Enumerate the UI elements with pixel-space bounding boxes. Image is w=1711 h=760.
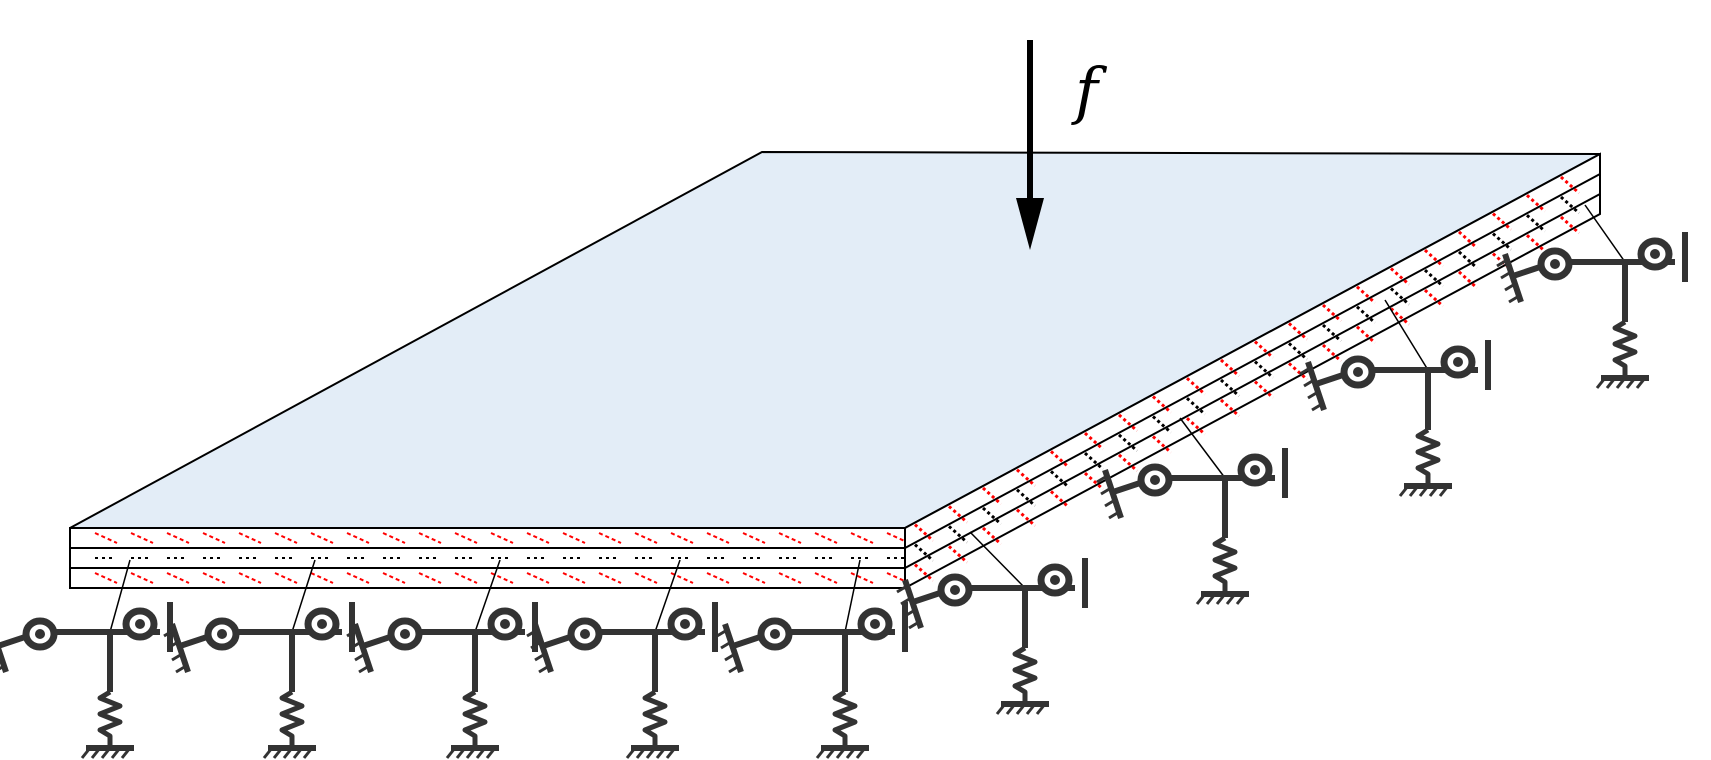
right-fiber-mark: [1050, 450, 1070, 469]
right-fiber-mark: [1424, 269, 1444, 288]
right-fiber-mark: [1152, 435, 1172, 454]
right-fiber-mark: [1390, 307, 1410, 326]
right-fiber-mark: [1016, 468, 1036, 487]
right-fiber-mark: [1084, 472, 1104, 491]
right-fiber-mark: [1186, 417, 1206, 436]
right-fiber-mark: [1220, 378, 1240, 398]
right-fiber-mark: [1492, 232, 1512, 251]
right-fiber-mark: [914, 523, 934, 542]
support-spring-right-2: [1097, 448, 1285, 604]
right-fiber-mark: [1492, 212, 1512, 231]
right-fiber-mark: [1288, 322, 1308, 341]
right-fiber-mark: [1254, 380, 1274, 399]
right-fiber-mark: [982, 506, 1002, 526]
right-fiber-mark: [1526, 214, 1546, 233]
right-fiber-mark: [1186, 377, 1206, 396]
right-fiber-mark: [914, 563, 934, 582]
right-fiber-mark: [1356, 305, 1376, 324]
right-fiber-mark: [1016, 508, 1036, 527]
right-fiber-mark: [1152, 415, 1172, 434]
right-fiber-mark: [914, 543, 934, 562]
right-fiber-mark: [1526, 234, 1546, 253]
right-fiber-mark: [1084, 432, 1104, 451]
right-fiber-mark: [1254, 360, 1274, 379]
support-spring-front-5: [717, 602, 905, 758]
right-fiber-mark: [1288, 342, 1308, 361]
right-fiber-mark: [948, 525, 968, 544]
support-attachment-lines: [109, 204, 1626, 633]
right-fiber-mark: [1050, 490, 1070, 509]
right-fiber-mark: [1424, 249, 1444, 268]
right-fiber-mark: [1152, 395, 1172, 414]
right-fiber-mark: [1322, 323, 1342, 343]
right-fiber-mark: [1084, 452, 1104, 471]
support-spring-right-1: [897, 558, 1085, 714]
right-fiber-mark: [1118, 433, 1138, 452]
right-fiber-mark: [1458, 250, 1478, 269]
plate-front-face: [69, 527, 910, 589]
front-fiber-pattern: [94, 532, 910, 584]
plate-right-face: [904, 152, 1601, 590]
right-fiber-mark: [1220, 398, 1240, 418]
right-fiber-mark: [1050, 470, 1070, 489]
front-edge-supports: [0, 602, 905, 758]
right-fiber-mark: [1390, 287, 1410, 306]
right-fiber-mark: [1322, 303, 1342, 323]
right-fiber-mark: [1424, 289, 1444, 308]
right-fiber-mark: [948, 545, 968, 564]
right-fiber-mark: [1118, 453, 1138, 472]
right-fiber-mark: [948, 505, 968, 524]
support-spring-front-2: [164, 602, 352, 758]
right-fiber-mark: [1186, 397, 1206, 416]
right-fiber-mark: [1458, 270, 1478, 289]
right-fiber-mark: [1356, 325, 1376, 344]
support-spring-right-3: [1300, 340, 1488, 496]
right-fiber-mark: [1458, 230, 1478, 249]
right-fiber-mark: [1016, 488, 1036, 507]
support-spring-front-1: [0, 602, 170, 758]
right-fiber-mark: [1560, 175, 1580, 195]
right-fiber-mark: [1356, 285, 1376, 304]
right-fiber-mark: [1526, 194, 1546, 213]
right-fiber-mark: [1560, 195, 1580, 215]
right-fiber-mark: [1220, 358, 1240, 378]
support-spring-front-3: [347, 602, 535, 758]
right-fiber-mark: [982, 526, 1002, 546]
force-arrow: [1016, 40, 1044, 250]
right-fiber-mark: [982, 486, 1002, 506]
right-fiber-mark: [1560, 215, 1580, 235]
force-label: f: [1071, 54, 1108, 127]
right-fiber-mark: [1322, 343, 1342, 363]
right-fiber-mark: [1288, 362, 1308, 381]
right-fiber-mark: [1254, 340, 1274, 359]
support-spring-front-4: [527, 602, 715, 758]
right-fiber-mark: [1390, 267, 1410, 286]
support-spring-right-4: [1497, 232, 1685, 388]
right-fiber-mark: [1118, 413, 1138, 432]
